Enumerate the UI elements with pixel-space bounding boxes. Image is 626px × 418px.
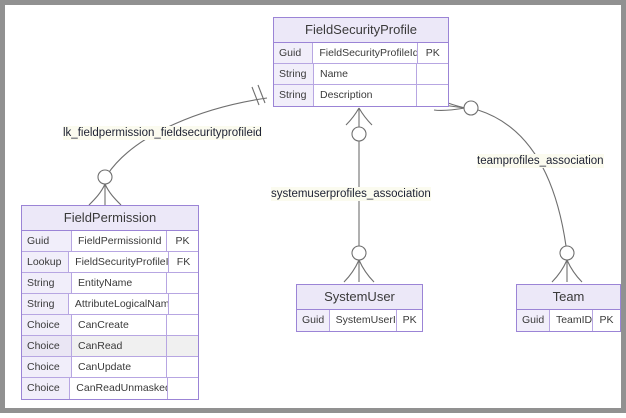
- attribute-row[interactable]: Lookup FieldSecurityProfileId FK: [22, 252, 198, 273]
- attribute-key: PK: [592, 310, 620, 331]
- attribute-row[interactable]: String Description: [274, 85, 448, 106]
- cardinality-zero-circle-fp: [97, 169, 113, 185]
- attribute-row[interactable]: Guid TeamID PK: [517, 310, 620, 331]
- attribute-row[interactable]: String Name: [274, 64, 448, 85]
- attribute-name: TeamID: [549, 310, 593, 331]
- cardinality-zero-circle-fsp-su: [351, 126, 367, 142]
- attribute-row[interactable]: String EntityName: [22, 273, 198, 294]
- relationship-label-systemuserprofiles-association[interactable]: systemuserprofiles_association: [271, 187, 431, 201]
- crowsfoot-left-fp: [88, 183, 106, 206]
- crowsfoot-right-fp: [104, 183, 122, 206]
- attribute-type: Guid: [274, 43, 314, 63]
- attribute-row[interactable]: Guid FieldSecurityProfileId PK: [274, 43, 448, 64]
- attribute-name: CanUpdate: [72, 357, 166, 377]
- entity-fieldsecurityprofile[interactable]: FieldSecurityProfile Guid FieldSecurityP…: [273, 17, 449, 107]
- attribute-name: CanCreate: [72, 315, 166, 335]
- attribute-type: String: [22, 273, 72, 293]
- attribute-name: Name: [314, 64, 416, 84]
- attribute-type: Lookup: [22, 252, 70, 272]
- attribute-key: PK: [166, 231, 198, 251]
- attribute-key: PK: [416, 43, 448, 63]
- attribute-type: String: [22, 294, 69, 314]
- attribute-row[interactable]: Choice CanReadUnmasked: [22, 378, 198, 399]
- cardinality-zero-circle-tm: [559, 245, 575, 261]
- attribute-key: [166, 273, 198, 293]
- attribute-name: CanRead: [72, 336, 166, 356]
- diagram-canvas[interactable]: FieldSecurityProfile Guid FieldSecurityP…: [5, 5, 621, 408]
- attribute-name: FieldPermissionId: [72, 231, 166, 251]
- attribute-name: FieldSecurityProfileId: [69, 252, 168, 272]
- attribute-name: Description: [314, 85, 416, 106]
- crowsfoot-left-tm: [551, 259, 568, 283]
- attribute-row-selected[interactable]: Choice CanRead: [22, 336, 198, 357]
- attribute-name: FieldSecurityProfileId: [313, 43, 417, 63]
- attribute-type: String: [274, 64, 314, 84]
- crowsfoot-right-fsp-su: [358, 107, 373, 126]
- attribute-name: EntityName: [72, 273, 166, 293]
- attribute-type: Guid: [297, 310, 330, 331]
- attribute-type: Choice: [22, 336, 72, 356]
- cardinality-zero-circle-su: [351, 245, 367, 261]
- attribute-key: PK: [396, 310, 422, 331]
- entity-title: FieldSecurityProfile: [274, 18, 448, 43]
- entity-title: FieldPermission: [22, 206, 198, 231]
- cardinality-one-tick-a: [251, 86, 260, 106]
- crowsfoot-right-su: [358, 259, 375, 283]
- attribute-key: [166, 336, 198, 356]
- cardinality-one-tick-b: [257, 84, 266, 104]
- attribute-key: FK: [168, 252, 198, 272]
- attribute-key: [416, 64, 448, 84]
- attribute-name: CanReadUnmasked: [70, 378, 168, 399]
- relationship-label-lk-fieldpermission-fieldsecurityprofileid[interactable]: lk_fieldpermission_fieldsecurityprofilei…: [63, 126, 262, 140]
- attribute-type: Choice: [22, 315, 72, 335]
- attribute-key: [166, 357, 198, 377]
- attribute-type: Guid: [22, 231, 72, 251]
- crowsfoot-right-fsp-tm: [433, 107, 466, 111]
- attribute-key: [166, 315, 198, 335]
- crowsfoot-right-tm: [566, 259, 583, 283]
- attribute-row[interactable]: Guid SystemUserId PK: [297, 310, 422, 331]
- attribute-row[interactable]: Choice CanCreate: [22, 315, 198, 336]
- entity-title: Team: [517, 285, 620, 310]
- cardinality-zero-circle-fsp-tm: [463, 100, 479, 116]
- entity-team[interactable]: Team Guid TeamID PK: [516, 284, 621, 332]
- entity-fieldpermission[interactable]: FieldPermission Guid FieldPermissionId P…: [21, 205, 199, 400]
- attribute-row[interactable]: Guid FieldPermissionId PK: [22, 231, 198, 252]
- attribute-key: [168, 294, 198, 314]
- attribute-type: String: [274, 85, 314, 106]
- crowsfoot-left-fsp-su: [345, 107, 360, 126]
- attribute-name: SystemUserId: [329, 310, 397, 331]
- attribute-name: AttributeLogicalName: [68, 294, 169, 314]
- attribute-type: Choice: [22, 357, 72, 377]
- entity-title: SystemUser: [297, 285, 422, 310]
- attribute-type: Choice: [22, 378, 71, 399]
- attribute-type: Guid: [517, 310, 550, 331]
- relationship-label-teamprofiles-association[interactable]: teamprofiles_association: [477, 154, 604, 168]
- attribute-row[interactable]: Choice CanUpdate: [22, 357, 198, 378]
- attribute-key: [416, 85, 448, 106]
- connector-teamprofiles: [477, 109, 567, 247]
- crowsfoot-left-su: [343, 259, 360, 283]
- attribute-row[interactable]: String AttributeLogicalName: [22, 294, 198, 315]
- attribute-key: [167, 378, 198, 399]
- entity-systemuser[interactable]: SystemUser Guid SystemUserId PK: [296, 284, 423, 332]
